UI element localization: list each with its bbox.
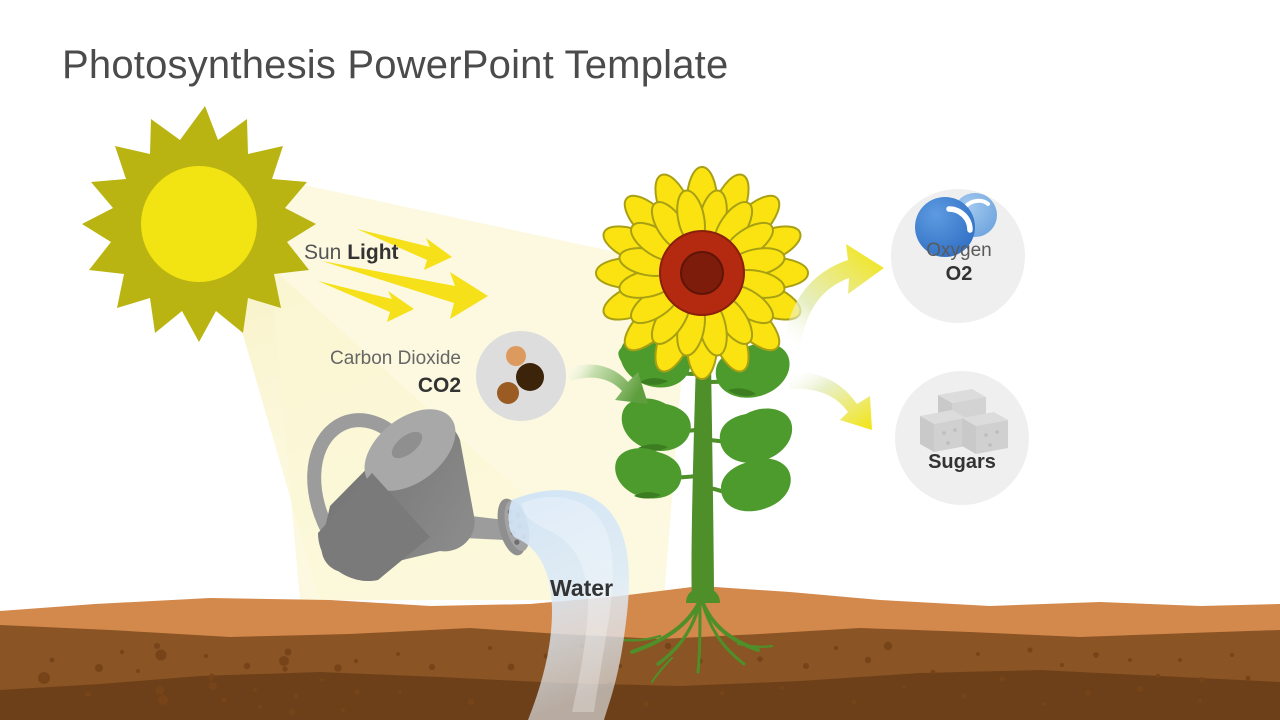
sunflower-head: [595, 166, 809, 380]
sunlight-arrows: [318, 229, 488, 322]
sunlight-label-plain: Sun: [304, 241, 348, 264]
oxygen-formula: O2: [945, 263, 973, 285]
oxygen-node[interactable]: [891, 189, 1025, 323]
sugars-name: Sugars: [928, 451, 996, 473]
plant-roots: [622, 599, 774, 683]
arrow-plant-to-sugars: [790, 371, 872, 430]
oxygen-caption: Oxygen O2: [874, 240, 1044, 286]
co2-atom-carbon: [516, 363, 544, 391]
sunlight-label-bold: Light: [347, 241, 399, 264]
carbon-dioxide-name: Carbon Dioxide: [330, 348, 461, 369]
soil-ground: [0, 586, 1280, 720]
arrow-co2-to-plant: [568, 364, 648, 404]
carbon-dioxide-formula: CO2: [417, 374, 461, 398]
sugars-caption: Sugars: [877, 450, 1047, 474]
co2-atom-oxygen-bottom: [497, 382, 519, 404]
co2-atom-oxygen-top: [506, 346, 526, 366]
sun-icon: [82, 106, 316, 342]
arrow-plant-to-oxygen: [784, 244, 884, 344]
water-label: Water: [550, 575, 614, 601]
sugar-cubes-icon: [920, 389, 1008, 454]
co2-node[interactable]: [476, 331, 566, 421]
oxygen-name: Oxygen: [926, 240, 992, 261]
water-stream: [508, 490, 629, 720]
sunlight-label: Sun Light: [304, 241, 399, 266]
page-title: Photosynthesis PowerPoint Template: [62, 43, 729, 87]
sugars-node[interactable]: [895, 371, 1029, 505]
